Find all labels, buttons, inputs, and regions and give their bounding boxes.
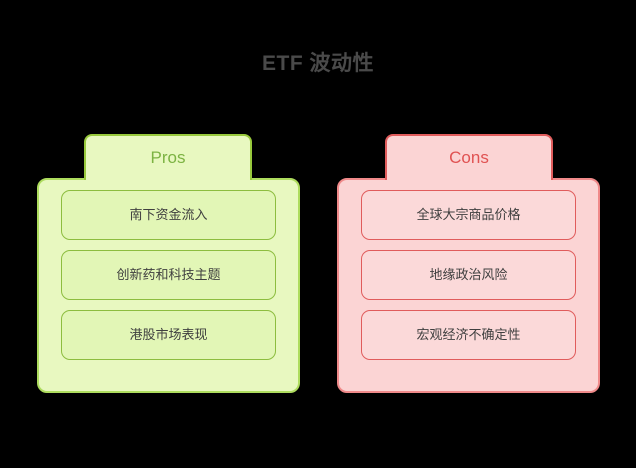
list-item[interactable]: 南下资金流入 (61, 190, 276, 240)
pros-header-label: Pros (150, 148, 186, 167)
list-item[interactable]: 宏观经济不确定性 (361, 310, 576, 360)
pros-header-tab: Pros (84, 134, 252, 180)
list-item[interactable]: 创新药和科技主题 (61, 250, 276, 300)
cons-header-label: Cons (449, 148, 489, 167)
list-item[interactable]: 港股市场表现 (61, 310, 276, 360)
list-item[interactable]: 地缘政治风险 (361, 250, 576, 300)
pros-item-label: 港股市场表现 (129, 327, 208, 342)
cons-header-tab: Cons (385, 134, 553, 180)
cons-item-label: 地缘政治风险 (429, 267, 508, 282)
pros-panel: 南下资金流入 创新药和科技主题 港股市场表现 (37, 178, 300, 393)
pros-item-label: 南下资金流入 (129, 207, 208, 222)
cons-panel: 全球大宗商品价格 地缘政治风险 宏观经济不确定性 (337, 178, 600, 393)
cons-item-label: 全球大宗商品价格 (416, 207, 521, 222)
page-title: ETF 波动性 (262, 52, 374, 75)
list-item[interactable]: 全球大宗商品价格 (361, 190, 576, 240)
pros-item-label: 创新药和科技主题 (116, 267, 221, 282)
cons-item-label: 宏观经济不确定性 (416, 327, 521, 342)
